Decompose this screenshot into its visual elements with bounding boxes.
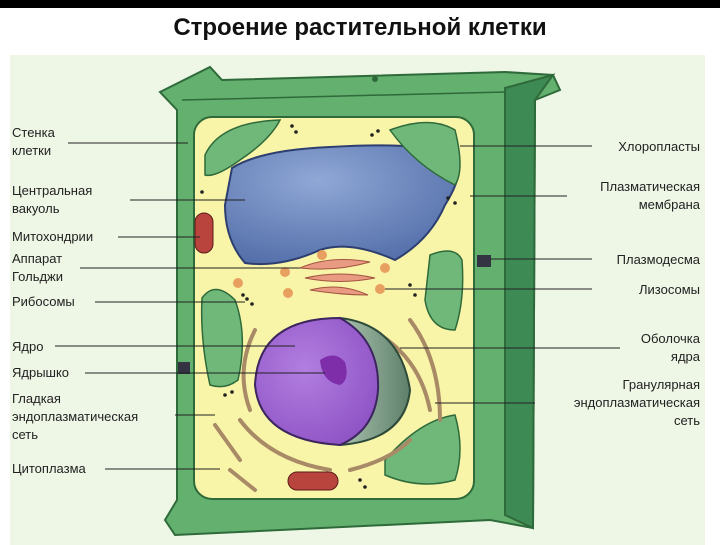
label-nucleus: Ядро [12,339,44,354]
plasmodesma [477,255,491,267]
mitochondrion [287,471,339,491]
nucleus [253,316,412,447]
chloroplast [204,119,282,177]
ribosomes [200,124,457,489]
label-nucleolus: Ядрышко [12,365,70,380]
label-mitochondria: Митохондрии [12,229,94,244]
chloroplast [388,121,461,186]
label-lysosomes: Лизосомы [639,282,700,297]
leader-lines [55,142,620,470]
chloroplast [200,288,244,388]
label-cytoplasm: Цитоплазма [12,461,86,476]
nucleolus [320,355,347,385]
chloroplast [384,414,461,485]
label-chloroplasts: Хлоропласты [618,139,700,154]
golgi-apparatus [298,259,376,296]
page-title: Строение растительной клетки [173,14,547,41]
chloroplast [424,250,464,331]
lysosomes [233,250,390,298]
top-bar [0,0,720,8]
label-ribosomes: Рибосомы [12,294,75,309]
central-vacuole [223,144,460,266]
plasmodesma-top [372,76,378,82]
label-plasmodesma: Плазмодесма [616,252,700,267]
plasmodesma [178,362,190,374]
mitochondrion [194,212,214,254]
